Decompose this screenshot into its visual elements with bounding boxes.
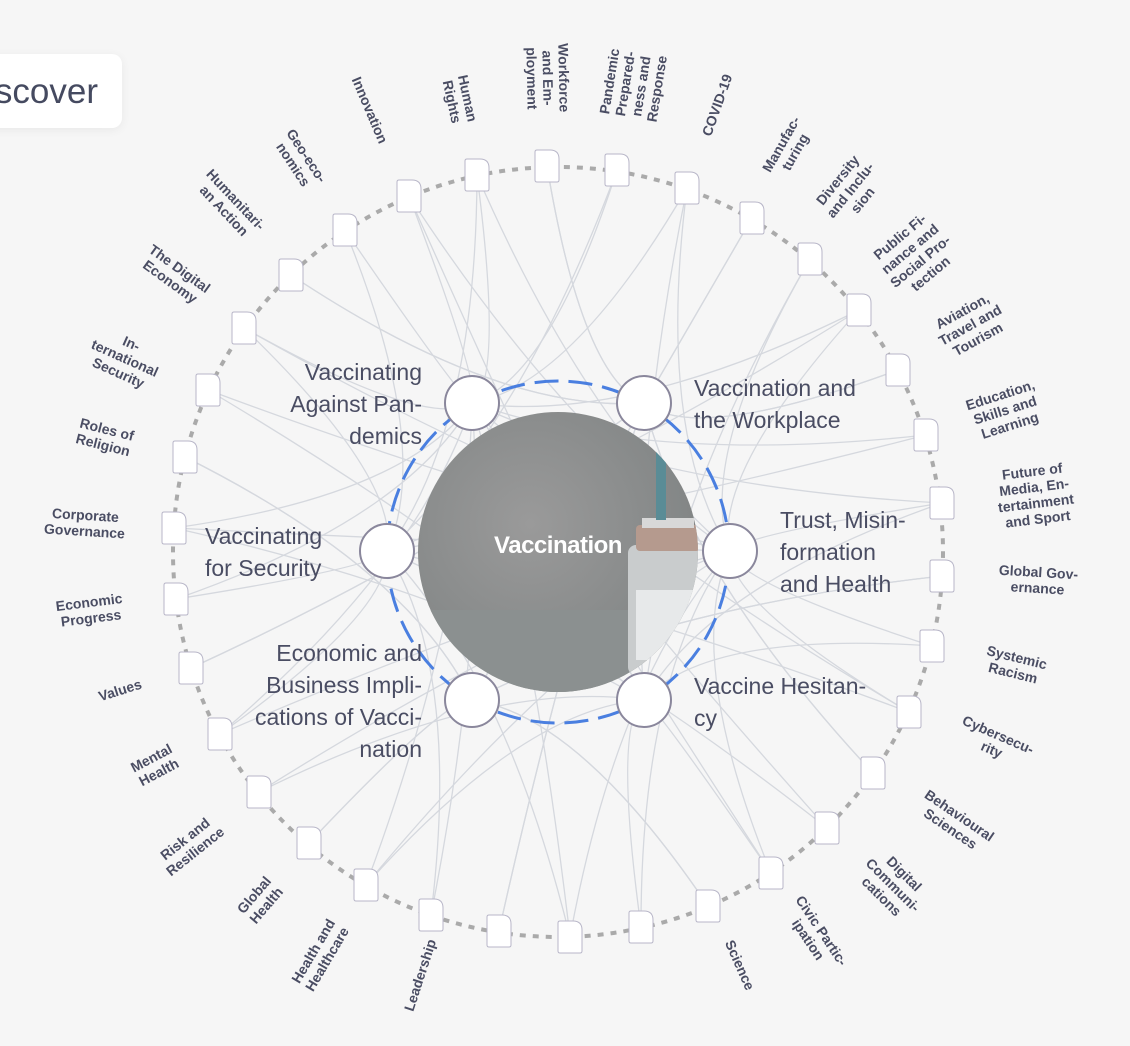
edge <box>471 699 709 907</box>
document-icon[interactable] <box>195 373 221 407</box>
edge <box>173 402 473 529</box>
document-icon[interactable] <box>246 775 272 809</box>
subtopic-node[interactable] <box>444 375 500 431</box>
document-icon[interactable] <box>797 242 823 276</box>
document-icon[interactable] <box>896 695 922 729</box>
document-icon[interactable] <box>278 258 304 292</box>
document-icon[interactable] <box>486 914 512 948</box>
subtopic-node[interactable] <box>702 523 758 579</box>
document-icon[interactable] <box>172 440 198 474</box>
edge <box>175 402 473 600</box>
document-icon[interactable] <box>846 293 872 327</box>
center-topic-title: Vaccination <box>494 532 622 559</box>
edge <box>713 550 772 874</box>
document-icon[interactable] <box>353 868 379 902</box>
document-icon[interactable] <box>332 213 358 247</box>
subtopic-label[interactable]: Vaccinating Against Pan- demics <box>290 359 422 449</box>
topic-graph <box>161 149 955 954</box>
topic-label[interactable]: Workforce and Em- ployment <box>523 43 573 113</box>
edge <box>546 165 645 404</box>
document-icon[interactable] <box>814 811 840 845</box>
subtopic-node[interactable] <box>616 672 672 728</box>
document-icon[interactable] <box>860 756 886 790</box>
edge <box>365 699 645 886</box>
document-icon[interactable] <box>604 153 630 187</box>
discover-button[interactable]: Discover <box>0 54 122 128</box>
document-icon[interactable] <box>628 910 654 944</box>
document-icon[interactable] <box>534 149 560 183</box>
edge <box>184 456 473 701</box>
document-icon[interactable] <box>919 629 945 663</box>
subtopic-node[interactable] <box>616 375 672 431</box>
document-icon[interactable] <box>418 898 444 932</box>
document-icon[interactable] <box>695 889 721 923</box>
edge <box>546 165 645 404</box>
document-icon[interactable] <box>674 171 700 205</box>
subtopic-label[interactable]: Economic and Business Impli- cations of … <box>254 640 422 762</box>
subtopic-node[interactable] <box>444 672 500 728</box>
document-icon[interactable] <box>557 920 583 954</box>
document-icon[interactable] <box>231 311 257 345</box>
document-icon[interactable] <box>929 486 955 520</box>
document-icon[interactable] <box>885 353 911 387</box>
edge <box>643 402 874 774</box>
documents <box>161 149 955 954</box>
topic-label[interactable]: Corporate Governance <box>43 504 126 542</box>
edge <box>386 169 618 552</box>
document-icon[interactable] <box>207 717 233 751</box>
document-icon[interactable] <box>929 559 955 593</box>
edge <box>386 550 441 916</box>
document-icon[interactable] <box>396 179 422 213</box>
document-icon[interactable] <box>163 582 189 616</box>
edge <box>643 502 943 701</box>
document-icon[interactable] <box>296 826 322 860</box>
edge <box>290 274 645 405</box>
outer-ring <box>171 165 945 939</box>
subtopic-label[interactable]: Vaccine Hesitan- cy <box>694 673 867 731</box>
subtopic-label[interactable]: Vaccination and the Workplace <box>694 375 856 433</box>
document-icon[interactable] <box>178 651 204 685</box>
subtopic-node[interactable] <box>359 523 415 579</box>
discover-label: Discover <box>0 72 98 111</box>
topic-label[interactable]: Global Gov- ernance <box>998 561 1079 598</box>
subtopic-label[interactable]: Trust, Misin- formation and Health <box>780 507 906 597</box>
edge <box>677 187 731 552</box>
subtopic-label[interactable]: Vaccinating for Security <box>205 523 323 581</box>
document-icon[interactable] <box>739 201 765 235</box>
document-icon[interactable] <box>161 511 187 545</box>
document-icon[interactable] <box>913 418 939 452</box>
edge <box>471 699 709 907</box>
edge <box>344 229 404 552</box>
document-icon[interactable] <box>464 158 490 192</box>
document-icon[interactable] <box>758 856 784 890</box>
